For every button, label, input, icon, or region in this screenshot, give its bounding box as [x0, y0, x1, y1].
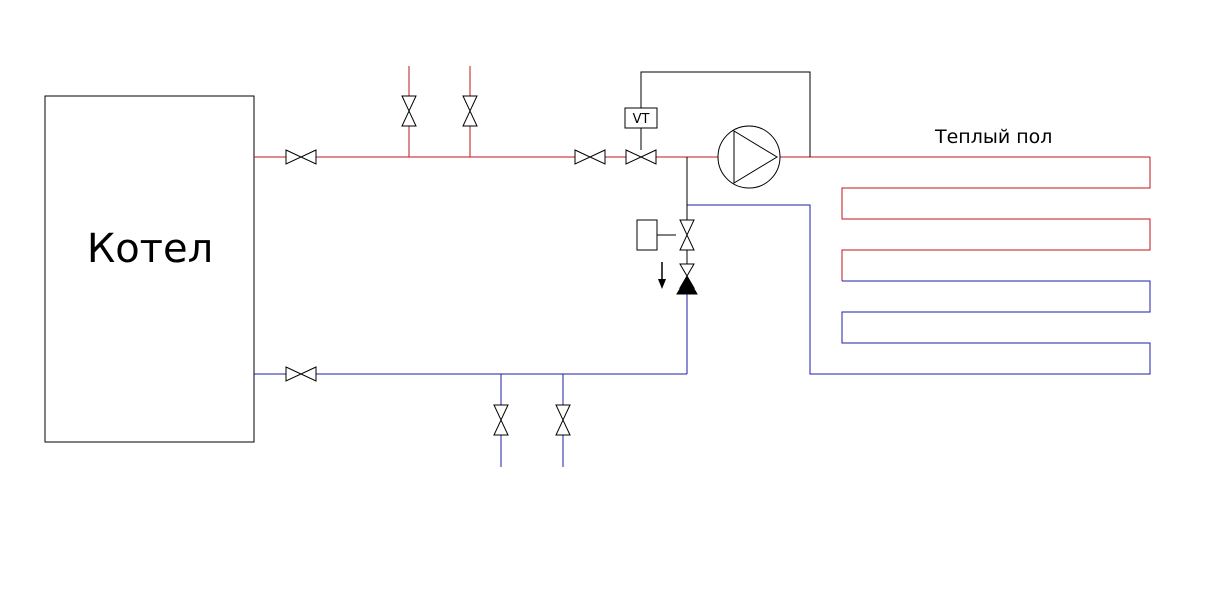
- valve-icon: [401, 95, 417, 127]
- valve-icon: [285, 366, 317, 382]
- valve-icon: [555, 404, 571, 436]
- actuator-box-icon: [636, 219, 658, 251]
- floor-heating-label: Теплый пол: [934, 126, 1052, 148]
- return-lines: [254, 204, 1151, 467]
- control-lines: [640, 71, 811, 292]
- valve-icon: [493, 404, 509, 436]
- down-arrow-icon: [658, 262, 666, 289]
- circulation-pump-icon: [717, 125, 781, 189]
- valve-icon: [462, 95, 478, 127]
- thermostatic-head-label: VT: [633, 112, 650, 127]
- boiler-box: [44, 95, 255, 443]
- boiler-label: Котел: [87, 226, 213, 272]
- valve-icon: [285, 149, 317, 165]
- valve-icon: [679, 219, 695, 251]
- check-valve-icon: [676, 276, 698, 295]
- valve-icon: [625, 149, 657, 165]
- supply-lines: [254, 66, 1151, 281]
- valve-icon: [574, 149, 606, 165]
